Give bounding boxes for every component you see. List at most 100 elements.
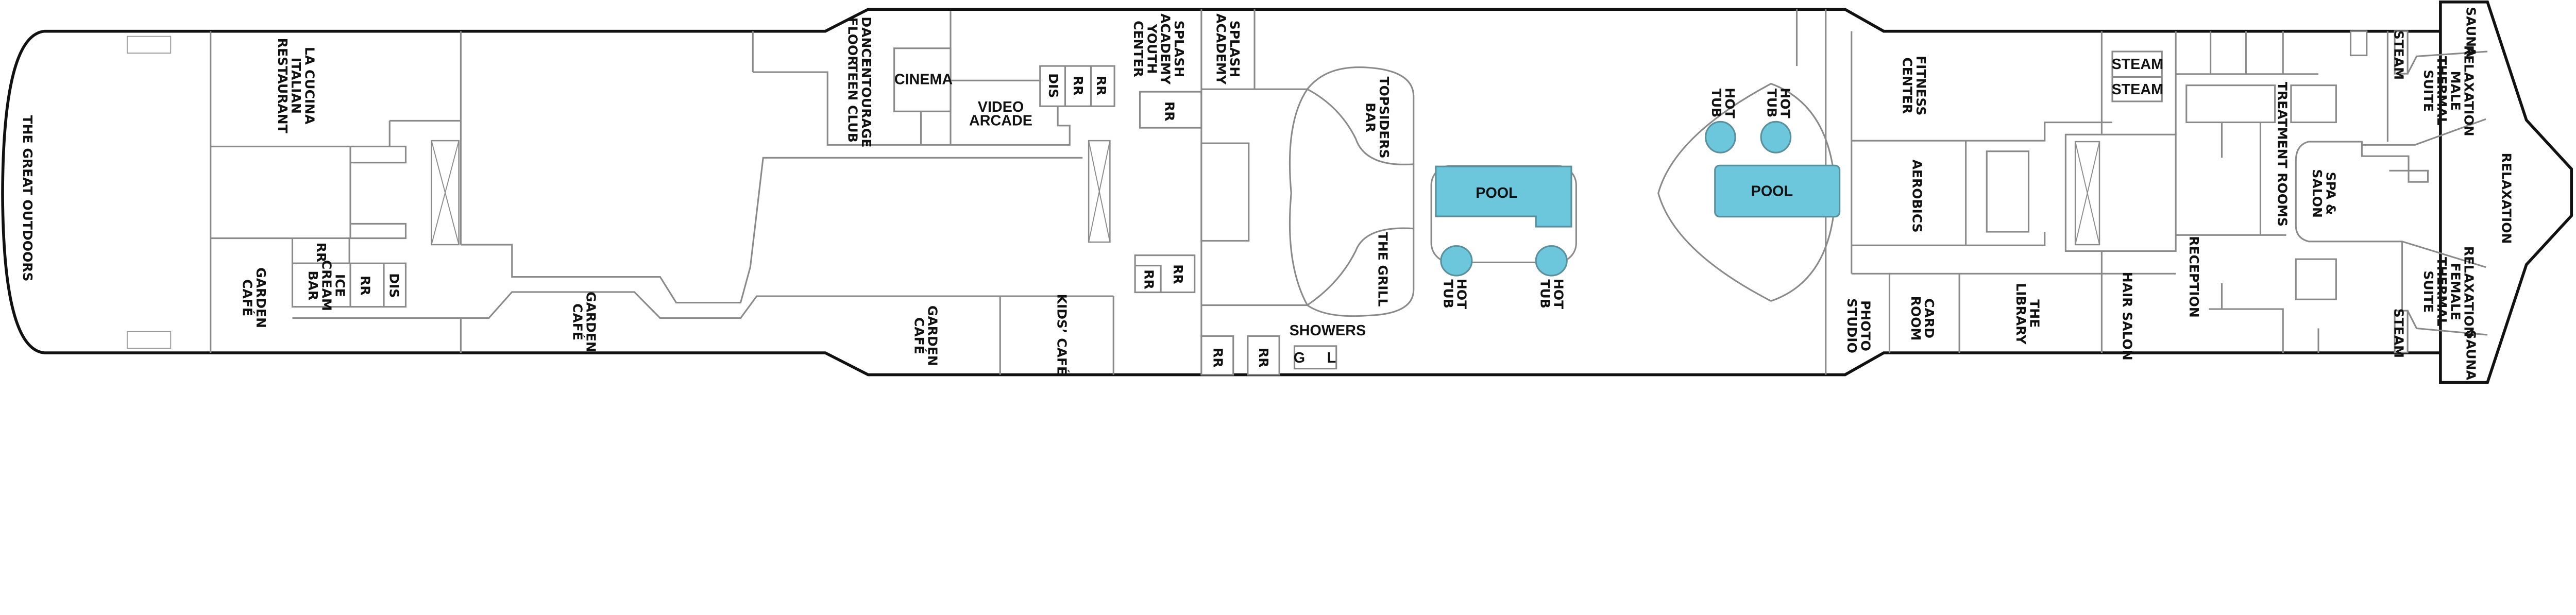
label-line: PHOTO <box>1858 300 1873 351</box>
label-pool-1: POOL <box>1476 185 1517 201</box>
label-steam-1: STEAM <box>2111 56 2163 73</box>
label-l-marker: L <box>1327 350 1336 366</box>
label-line: RELAXATION <box>2499 153 2514 244</box>
label-line: TUB <box>1765 89 1780 117</box>
label-card-room: CARDROOM <box>1908 296 1937 341</box>
label-line: SPLASH <box>1172 21 1187 78</box>
label-steam-2: STEAM <box>2111 81 2163 98</box>
label-line: GARDEN <box>253 267 268 328</box>
label-the-grill: THE GRILL <box>1376 232 1391 307</box>
label-line: CENTER <box>1900 57 1915 114</box>
label-line: SPLASH <box>1227 21 1242 78</box>
label-line: TREATMENT ROOMS <box>2275 82 2290 227</box>
label-line: HOT <box>1723 88 1738 118</box>
label-line: THE <box>2027 299 2042 328</box>
label-rr-9: RR <box>1257 348 1272 368</box>
label-line: POOL <box>1751 183 1793 199</box>
label-line: KIDS’ CAFÉ <box>1055 294 1070 375</box>
label-line: RR <box>1094 76 1109 96</box>
label-line: STEAM <box>2111 81 2163 98</box>
walls <box>210 9 1415 376</box>
label-line: ROOM <box>1908 296 1923 341</box>
stern-outline <box>2439 0 2573 384</box>
label-rr-3: RR <box>1071 76 1086 96</box>
label-rr-2: RR <box>358 276 373 296</box>
label-line: ICE <box>333 274 348 297</box>
label-line: TUB <box>1538 279 1553 308</box>
label-line: SPA & <box>2324 172 2338 215</box>
label-reception: RECEPTION <box>2187 236 2201 318</box>
label-line: DIS <box>387 273 402 298</box>
label-splash-academy: SPLASHACADEMY <box>1214 13 1242 85</box>
label-line: RELAXATION <box>2462 45 2477 136</box>
label-hot-tub-3: HOTTUB <box>1709 88 1737 118</box>
label-showers: SHOWERS <box>1290 322 1366 339</box>
label-dance-floor: DANCEFLOOR <box>845 16 874 66</box>
label-rr-5: RR <box>1162 101 1177 122</box>
label-line: DIS <box>1046 73 1061 98</box>
label-line: CENTER <box>1131 21 1146 77</box>
label-entourage: ENTOURAGETEEN CLUB <box>845 59 874 148</box>
label-line: STEAM <box>2392 30 2406 80</box>
label-line: G <box>1294 350 1305 366</box>
label-the-library: THELIBRARY <box>2014 283 2042 345</box>
label-line: THE GRILL <box>1376 232 1391 307</box>
label-hot-tub-1: HOTTUB <box>1441 279 1469 309</box>
label-line: CREAM <box>319 260 334 311</box>
walls-aft <box>1770 9 2488 375</box>
label-dis-1: DIS <box>387 273 402 298</box>
label-splash-youth: SPLASHACADEMYYOUTHCENTER <box>1131 13 1187 85</box>
label-garden-cafe-3: GARDENCAFÉ <box>912 305 940 366</box>
pool-water <box>1435 165 1572 228</box>
label-line: SAUNA <box>2464 330 2479 381</box>
label-hot-tub-4: HOTTUB <box>1765 88 1793 118</box>
label-line: DANCE <box>859 16 874 66</box>
label-photo-studio: PHOTOSTUDIO <box>1845 298 1873 353</box>
label-line: LA CUCINA <box>302 47 317 125</box>
label-female-thermal: RELAXATIONFEMALETHERMALSUITE <box>2421 246 2477 337</box>
hot-tub <box>1440 245 1473 277</box>
label-hot-tub-2: HOTTUB <box>1538 279 1566 309</box>
label-the-great-outdoors: THE GREAT OUTDOORS <box>20 115 35 282</box>
label-line: STEAM <box>2392 309 2406 358</box>
label-line: ARCADE <box>969 112 1032 129</box>
label-line: RELAXATION <box>2462 246 2477 337</box>
label-line: CAFÉ <box>240 279 255 316</box>
label-line: ACADEMY <box>1214 13 1229 85</box>
deck-plan: THE GREAT OUTDOORS LA CUCINAITALIANRESTAU… <box>1 0 2573 384</box>
label-line: L <box>1327 350 1336 366</box>
label-garden-cafe-1: GARDENCAFÉ <box>240 267 268 328</box>
label-line: TEEN CLUB <box>845 63 860 143</box>
hot-tub <box>1705 121 1736 153</box>
label-line: LIBRARY <box>2014 283 2029 345</box>
label-spa-salon: SPA &SALON <box>2310 169 2338 218</box>
label-line: FEMALE <box>2448 263 2463 320</box>
label-line: BAR <box>1363 102 1378 132</box>
label-line: ENTOURAGE <box>859 59 874 148</box>
label-cinema: CINEMA <box>894 71 953 88</box>
label-line: RR <box>1257 348 1272 368</box>
label-line: POOL <box>1476 185 1517 201</box>
hot-tub <box>1760 121 1792 153</box>
label-line: BAR <box>306 271 321 301</box>
label-line: VIDEO <box>978 99 1024 115</box>
label-rr-1: RR <box>314 243 329 263</box>
label-topsiders-bar: TOPSIDERSBAR <box>1363 77 1392 159</box>
label-line: RECEPTION <box>2187 236 2201 318</box>
label-la-cucina: LA CUCINAITALIANRESTAURANT <box>275 38 317 133</box>
hot-tub <box>1535 245 1568 277</box>
label-line: THE GREAT OUTDOORS <box>20 115 35 282</box>
label-line: AEROBICS <box>1910 160 1925 233</box>
label-rr-7: RR <box>1142 269 1157 289</box>
label-line: THERMAL <box>2435 257 2450 327</box>
label-line: HOT <box>1454 279 1469 309</box>
label-line: RR <box>1071 76 1086 96</box>
label-line: SHOWERS <box>1290 322 1366 339</box>
hull-outline <box>1 8 2441 377</box>
label-line: SAUNA <box>2464 7 2479 57</box>
pool-area-aft <box>1657 83 1841 302</box>
label-hair-salon: HAIR SALON <box>2120 272 2135 361</box>
label-line: ACADEMY <box>1158 13 1173 85</box>
label-line: GARDEN <box>584 292 599 352</box>
